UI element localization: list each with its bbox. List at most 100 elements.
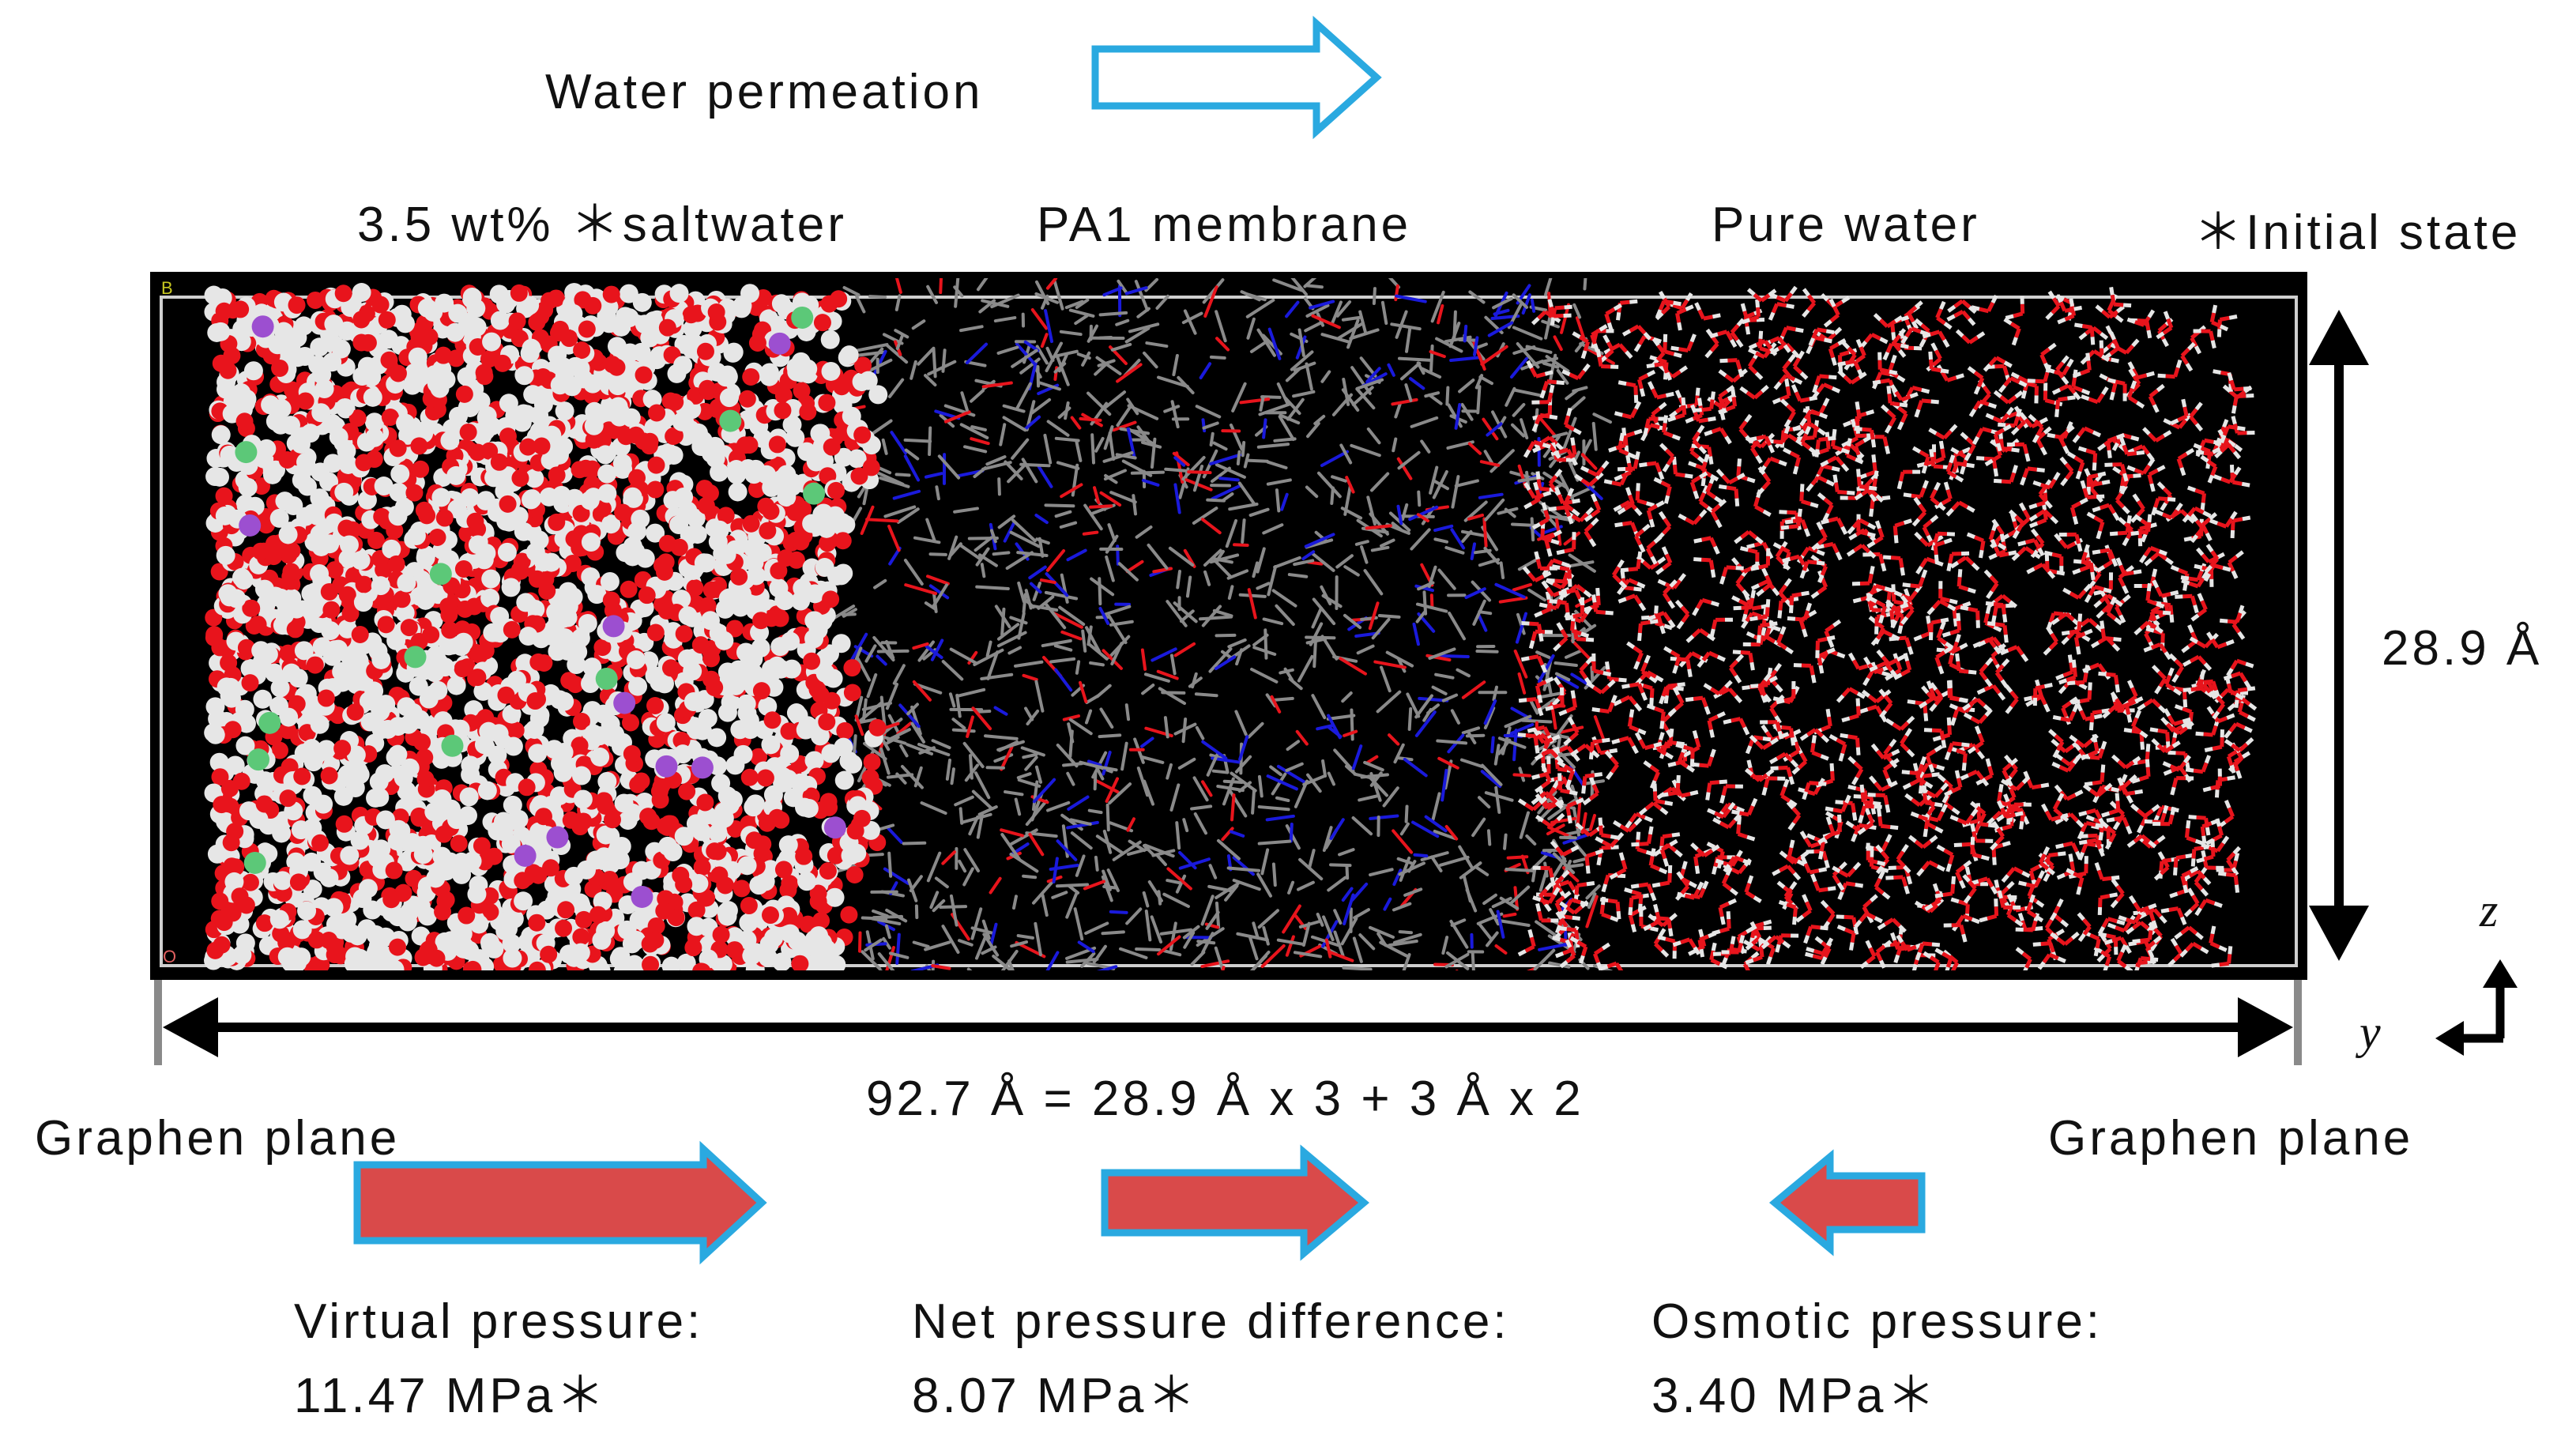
membrane-bond (1235, 648, 1244, 666)
membrane-bond (931, 964, 951, 970)
membrane-bond (1542, 471, 1569, 489)
membrane-bond (1410, 528, 1431, 551)
membrane-bond (907, 878, 918, 902)
water-atom (446, 676, 466, 695)
membrane-bond (1529, 700, 1539, 715)
membrane-bond (1434, 672, 1455, 680)
water-molecule (1611, 736, 1639, 755)
membrane-bond (990, 293, 1020, 309)
membrane-bond (1369, 868, 1394, 877)
membrane-bond (1482, 893, 1497, 906)
membrane-bond (1535, 920, 1561, 940)
water-atom (271, 415, 291, 435)
membrane-bond (872, 909, 889, 918)
membrane-bond (1392, 902, 1412, 912)
membrane-bond (971, 706, 992, 731)
membrane-bond (1192, 776, 1209, 802)
membrane-bond (932, 898, 946, 913)
membrane-bond (1270, 695, 1282, 714)
membrane-bond (999, 423, 1007, 446)
membrane-bond (1470, 542, 1477, 560)
membrane-bond (1135, 525, 1153, 539)
membrane-bond (1177, 757, 1196, 770)
membrane-bond (1104, 473, 1118, 484)
membrane-bond (1340, 917, 1358, 946)
membrane-bond (1304, 284, 1324, 289)
membrane-bond (1271, 862, 1277, 887)
membrane-bond (1441, 693, 1459, 703)
membrane-bond (989, 529, 997, 544)
membrane-bond (1044, 309, 1054, 344)
water-molecule (2190, 513, 2205, 544)
membrane-bond (996, 623, 1020, 641)
membrane-bond (1257, 805, 1290, 812)
membrane-bond (976, 813, 984, 839)
membrane-bond (1120, 741, 1128, 771)
membrane-bond (947, 535, 958, 560)
membrane-bond (1236, 450, 1241, 466)
membrane-bond (892, 489, 921, 500)
water-atom (528, 313, 546, 331)
water-molecule (1731, 797, 1758, 817)
membrane-bond (1535, 650, 1551, 659)
membrane-bond (857, 718, 877, 725)
membrane-bond (1353, 908, 1371, 920)
membrane-bond (1484, 498, 1505, 522)
membrane-bond (1367, 774, 1388, 797)
membrane-bond (1512, 388, 1542, 397)
membrane-bond (1494, 944, 1508, 955)
membrane-bond (1143, 779, 1155, 806)
membrane-bond (1512, 293, 1529, 309)
membrane-bond (1276, 382, 1290, 406)
membrane-bond (1449, 356, 1482, 363)
membrane-bond (1454, 479, 1479, 488)
membrane-bond (1016, 934, 1034, 940)
membrane-bond (1517, 672, 1527, 695)
water-atom (306, 656, 324, 674)
water-molecule (1796, 546, 1825, 563)
membrane-bond (1572, 303, 1582, 319)
membrane-bond (1494, 785, 1501, 814)
membrane-bond (1397, 356, 1433, 362)
water-molecule (2119, 437, 2145, 457)
water-molecule (1810, 735, 1829, 761)
membrane-bond (1350, 882, 1369, 902)
water-atom (612, 454, 632, 473)
membrane-bond (959, 325, 984, 333)
membrane-bond (1010, 828, 1038, 846)
membrane-bond (1591, 421, 1598, 451)
membrane-bond (1020, 746, 1045, 757)
membrane-bond (1143, 672, 1170, 683)
water-molecule (1916, 860, 1945, 877)
membrane-bond (1049, 657, 1076, 664)
water-molecule (2167, 937, 2183, 968)
membrane-bond (960, 391, 969, 412)
water-molecule (1707, 801, 1736, 819)
membrane-bond (1002, 416, 1027, 432)
membrane-bond (1007, 463, 1027, 484)
membrane-bond (1115, 453, 1137, 460)
membrane-bond (1366, 427, 1381, 445)
membrane-bond (1551, 431, 1569, 439)
water-atom (578, 614, 597, 634)
membrane-bond (1548, 353, 1557, 386)
membrane-bond (1461, 726, 1481, 735)
membrane-bond (1305, 303, 1330, 318)
membrane-bond (1415, 602, 1448, 613)
membrane-bond (1373, 660, 1407, 669)
membrane-bond (1333, 930, 1345, 958)
membrane-bond (1162, 892, 1190, 909)
membrane-bond (1330, 300, 1343, 326)
membrane-bond (978, 553, 998, 567)
membrane-bond (973, 648, 1004, 667)
membrane-bond (1103, 605, 1132, 616)
membrane-bond (1208, 864, 1218, 880)
membrane-bond (959, 423, 989, 439)
membrane-bond (1256, 443, 1290, 449)
membrane-bond (900, 764, 924, 789)
membrane-bond (1587, 892, 1597, 910)
water-atom (842, 406, 861, 426)
membrane-bond (1276, 764, 1306, 784)
membrane-bond (1203, 285, 1218, 318)
membrane-bond (1433, 524, 1454, 533)
